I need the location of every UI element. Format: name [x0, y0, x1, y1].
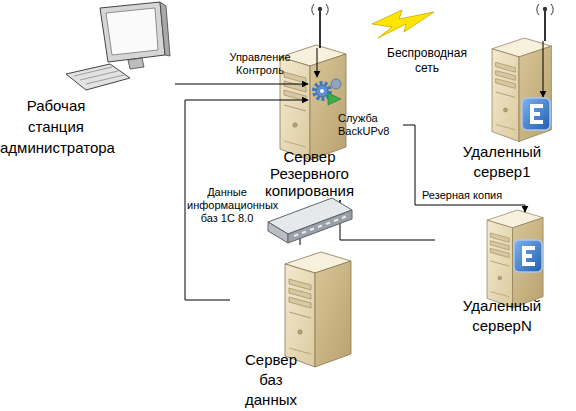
- node-caption: Удаленный сервер1: [447, 142, 557, 182]
- connector-label: Управление Контроль: [218, 51, 302, 77]
- workstation-node: Рабочая станция администратора: [0, 0, 175, 150]
- connector-label: Резерная копия: [422, 189, 514, 202]
- network-label: Беспроводная сеть: [383, 46, 471, 76]
- backup-server-node: Сервер Резервного копированияСлужба Back…: [255, 5, 357, 200]
- node-caption: Рабочая станция администратора: [0, 95, 112, 158]
- database-server-node: Сервер баз данных: [230, 245, 355, 411]
- node-caption: Сервер баз данных: [235, 350, 307, 410]
- node-caption: Удаленный серверN: [447, 296, 557, 336]
- node-caption: Сервер Резервного копирования: [262, 148, 357, 199]
- remote-server-node: Удаленный сервер1: [435, 5, 570, 183]
- remote-server-node: Удаленный серверN: [435, 212, 570, 352]
- connector-line: [340, 200, 435, 240]
- connector-line: [185, 100, 308, 300]
- connector-line: [175, 84, 308, 85]
- connector-label: Данные информационных баз 1С 8.0: [187, 186, 267, 225]
- node-caption: Служба BackUPv8: [338, 112, 400, 138]
- service-node: Служба BackUPv8: [308, 72, 403, 138]
